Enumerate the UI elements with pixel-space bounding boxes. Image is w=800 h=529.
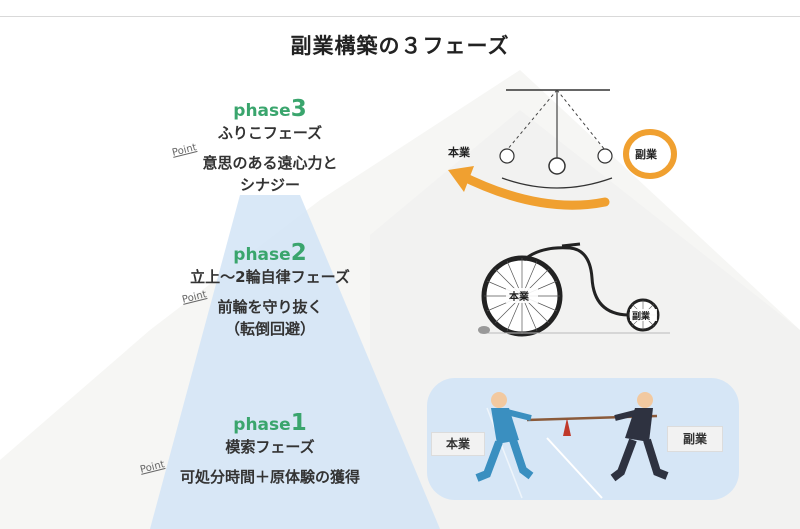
stone	[478, 326, 490, 334]
pendulum-bob-left	[499, 148, 515, 164]
phase1-block: phase1 模索フェーズ 可処分時間＋原体験の獲得	[170, 410, 370, 488]
rope-flag	[563, 418, 571, 436]
phase3-point-line1: 意思のある遠心力と	[202, 154, 338, 172]
phase1-point-line1: 可処分時間＋原体験の獲得	[179, 468, 360, 486]
bicycle-rear-label: 副業	[632, 310, 651, 322]
spotlight-beam	[150, 195, 440, 529]
bicycle-front-label: 本業	[509, 290, 530, 303]
page-title: 副業構築の３フェーズ	[290, 34, 510, 58]
penny-farthing-illustration: 本業 副業	[478, 242, 670, 337]
phase1-heading: phase1	[233, 410, 307, 436]
pendulum-bob-right	[597, 148, 613, 164]
pendulum-bob	[548, 157, 566, 175]
phase3-point-line2: シナジー	[239, 176, 300, 194]
right-figure	[610, 392, 669, 482]
phase2-point-line2: （転倒回避）	[224, 320, 315, 338]
left-figure	[475, 392, 534, 482]
orange-circle-highlight	[623, 129, 677, 179]
orange-arrow	[455, 170, 610, 210]
phase2-point-line1: 前輪を守り抜く	[217, 298, 323, 316]
front-wheel	[481, 255, 563, 337]
pendulum-illustration: 本業 副業	[448, 89, 677, 210]
phase1-name: 模索フェーズ	[225, 438, 315, 456]
phase2-heading: phase2	[233, 240, 307, 266]
phase2-name: 立上〜2輪自律フェーズ	[190, 268, 350, 286]
phase3-heading: phase3	[233, 96, 307, 122]
rear-wheel	[626, 298, 660, 332]
tug-right-label: 副業	[667, 426, 723, 452]
orange-arrowhead	[448, 166, 474, 192]
phase3-name: ふりこフェーズ	[217, 124, 323, 142]
tug-of-war-illustration	[427, 378, 739, 500]
top-divider	[0, 16, 800, 17]
tug-left-label: 本業	[431, 432, 485, 456]
pendulum-left-label: 本業	[448, 145, 471, 159]
phase2-block: phase2 立上〜2輪自律フェーズ 前輪を守り抜く （転倒回避）	[170, 240, 370, 340]
pendulum-right-label: 副業	[635, 147, 658, 161]
phase3-block: phase3 ふりこフェーズ 意思のある遠心力と シナジー	[170, 96, 370, 196]
